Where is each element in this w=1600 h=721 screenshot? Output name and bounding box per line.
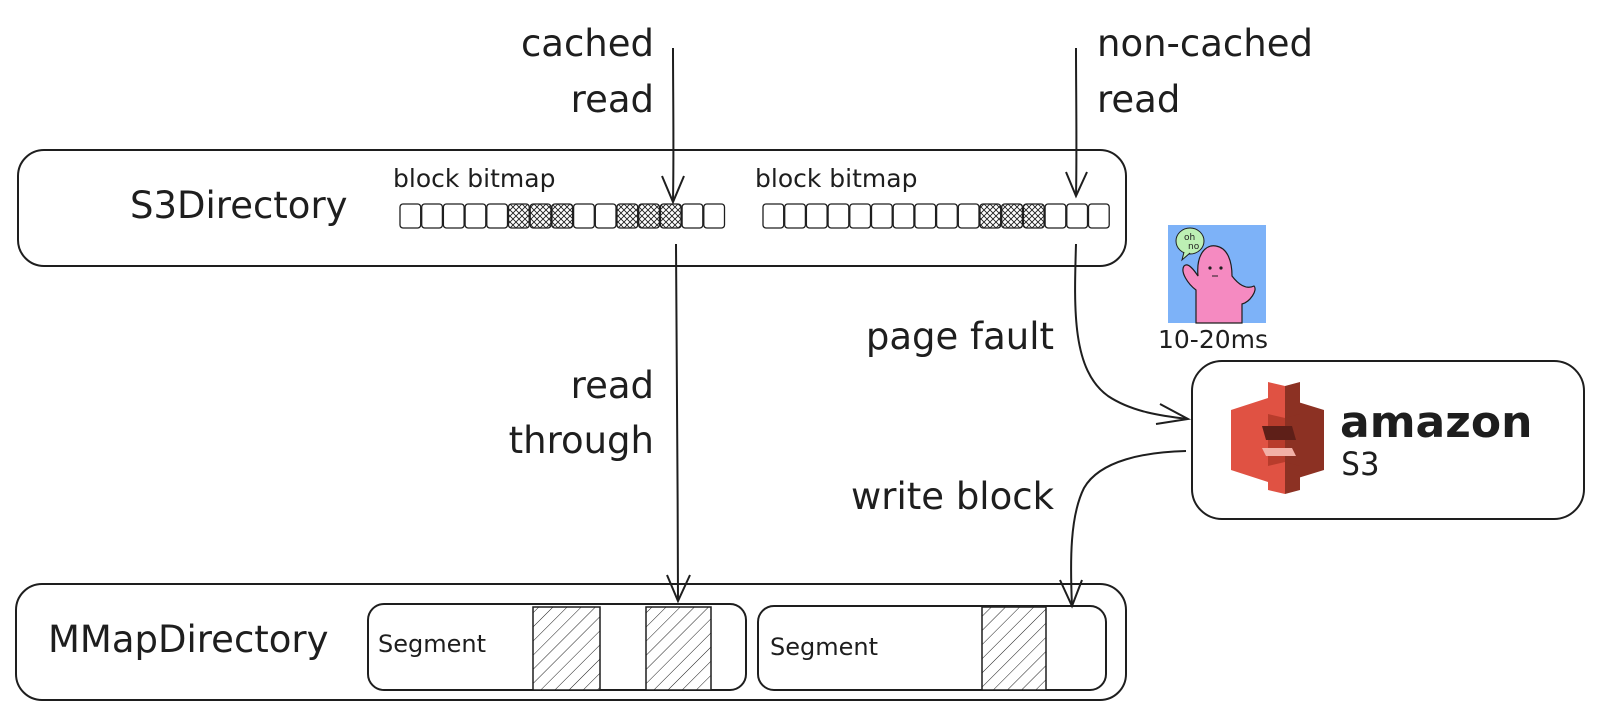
cached-read-arrow	[661, 47, 685, 205]
segment-1-label: Segment	[378, 630, 486, 658]
bitmap-2-block	[849, 203, 872, 229]
bitmap-2-block	[1001, 203, 1024, 229]
bitmap-2-block	[1044, 203, 1067, 229]
bitmap-2-block	[1022, 203, 1045, 229]
bitmap-1-block	[659, 203, 682, 229]
write-block-label: write block	[851, 475, 1055, 518]
bitmap-2-block	[827, 203, 850, 229]
block-bitmap-label-2: block bitmap	[755, 164, 917, 193]
read-through-label-line-2: through	[509, 419, 654, 462]
block-bitmap-1	[399, 203, 726, 229]
mmap-directory: MMapDirectory Segment Segment	[15, 583, 1127, 701]
bitmap-2-block	[892, 203, 915, 229]
read-through-arrow	[666, 243, 691, 604]
bitmap-2-block	[1087, 203, 1110, 229]
segment-1: Segment	[367, 603, 747, 691]
bitmap-2-block	[870, 203, 893, 229]
s3-product-text: S3	[1341, 445, 1380, 483]
bitmap-1-block	[507, 203, 530, 229]
bitmap-1-block	[681, 203, 704, 229]
cached-read-label-line-2: read	[571, 78, 654, 121]
bitmap-1-block	[442, 203, 465, 229]
pink-blob-icon	[1182, 245, 1256, 324]
oh-no-avatar: oh no	[1168, 225, 1266, 324]
latency-label: 10-20ms	[1158, 325, 1268, 354]
bitmap-1-block	[551, 203, 574, 229]
bitmap-2-block	[762, 203, 785, 229]
page-fault-arrow	[1074, 243, 1192, 425]
segment-2-label: Segment	[770, 633, 878, 661]
speech-bubble-line-2: no	[1188, 242, 1200, 252]
non-cached-read-label-line-2: read	[1097, 78, 1180, 121]
segment-2: Segment	[757, 605, 1107, 691]
bitmap-1-block	[421, 203, 444, 229]
bitmap-2-block	[1066, 203, 1089, 229]
bitmap-2-block	[979, 203, 1002, 229]
amazon-s3: amazon S3	[1191, 360, 1585, 520]
bitmap-1-block	[703, 203, 726, 229]
bitmap-2-block	[784, 203, 807, 229]
bitmap-2-block	[805, 203, 828, 229]
page-fault-label: page fault	[866, 315, 1054, 358]
mmap-directory-title: MMapDirectory	[48, 618, 329, 661]
segment-1-block-1	[532, 606, 601, 691]
amazon-brand-text: amazon	[1340, 397, 1532, 448]
amazon-s3-logo-icon	[1231, 382, 1324, 494]
block-bitmap-label-1: block bitmap	[393, 164, 555, 193]
non-cached-read-label-line-1: non-cached	[1097, 22, 1313, 65]
segment-2-block-1	[981, 606, 1047, 691]
speech-bubble-icon: oh no	[1175, 227, 1205, 262]
bitmap-1-block	[399, 203, 422, 229]
segment-1-block-2	[645, 606, 712, 691]
bitmap-1-block	[486, 203, 509, 229]
bitmap-1-block	[529, 203, 552, 229]
bitmap-1-block	[594, 203, 617, 229]
s3-directory-title: S3Directory	[130, 184, 348, 227]
block-bitmap-2	[762, 203, 1110, 229]
read-through-label-line-1: read	[571, 364, 654, 407]
bitmap-2-block	[957, 203, 980, 229]
bitmap-1-block	[638, 203, 661, 229]
cached-read-label-line-1: cached	[521, 22, 654, 65]
bitmap-1-block	[464, 203, 487, 229]
bitmap-1-block	[572, 203, 595, 229]
bitmap-1-block	[616, 203, 639, 229]
s3-directory: S3Directory block bitmap block bitmap	[17, 149, 1127, 267]
non-cached-read-arrow	[1065, 47, 1088, 199]
speech-bubble-line-1: oh	[1184, 233, 1195, 243]
write-block-arrow	[1059, 450, 1187, 609]
bitmap-2-block	[935, 203, 958, 229]
bitmap-2-block	[914, 203, 937, 229]
